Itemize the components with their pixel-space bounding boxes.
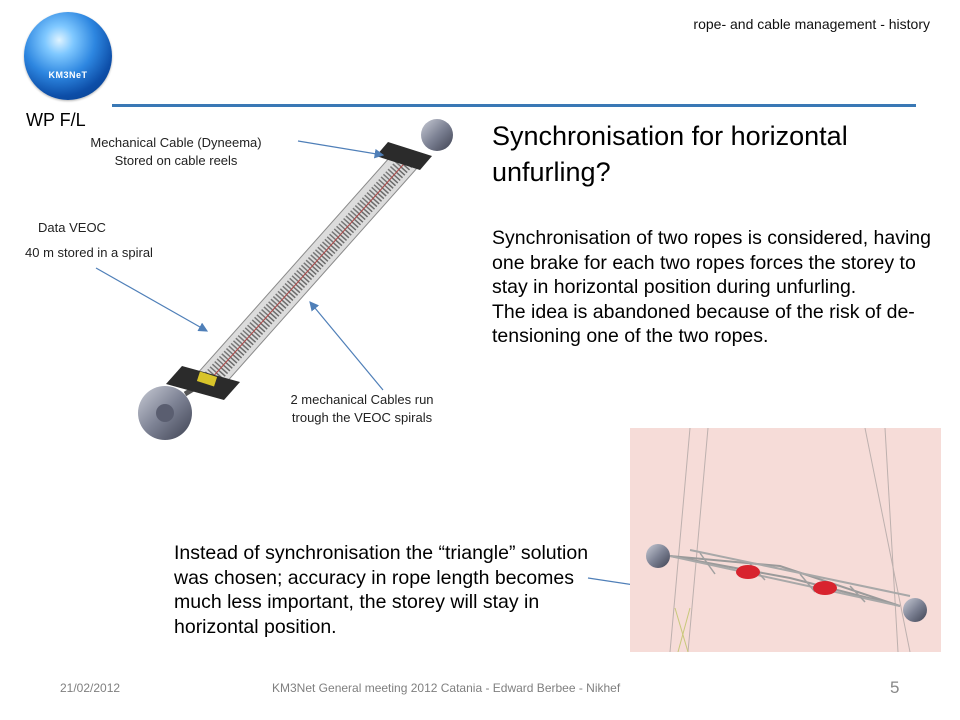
section-label: WP F/L [26,110,86,130]
footer-date: 21/02/2012 [60,681,121,695]
label-data-veoc: Data VEOC [38,220,106,235]
label-cables-run: 2 mechanical Cables run trough the VEOC … [262,391,462,427]
body-text-1: Synchronisation of two ropes is consider… [492,226,954,349]
triangle-solution-image [630,428,941,652]
top-end-plate [376,142,432,170]
slide-title: Synchronisation for horizontal unfurling… [492,121,848,187]
label-mech-cable: Mechanical Cable (Dyneema) Stored on cab… [56,134,296,170]
body-text-2: Instead of synchronisation the “triangle… [174,542,589,638]
label-cables-run-line2: trough the VEOC spirals [291,410,433,425]
label-mech-cable-line2: Stored on cable reels [114,153,238,168]
arrow-veoc [95,267,209,332]
arrow-cables-run [309,301,384,391]
header-rule [112,104,916,107]
bottom-end-plate [166,366,240,400]
page-number: 5 [890,678,900,697]
body-text-1-para2: The idea is abandoned because of the ris… [492,300,915,348]
storey-cable-illustration [138,119,453,440]
label-cables-run-line1: 2 mechanical Cables run [290,392,434,407]
logo-text: KM3NeT [48,70,88,80]
top-sphere [421,119,453,151]
footer-meeting: KM3Net General meeting 2012 Catania - Ed… [272,681,621,695]
veoc-spiral [202,152,420,385]
label-mech-cable-line1: Mechanical Cable (Dyneema) [90,135,262,150]
label-veoc-stored: 40 m stored in a spiral [25,245,153,260]
body-text-1-para1: Synchronisation of two ropes is consider… [492,227,931,298]
slide-header-title: rope- and cable management - history [693,16,930,32]
arrow-mech-cable [297,140,385,159]
km3net-logo: KM3NeT [24,12,112,100]
